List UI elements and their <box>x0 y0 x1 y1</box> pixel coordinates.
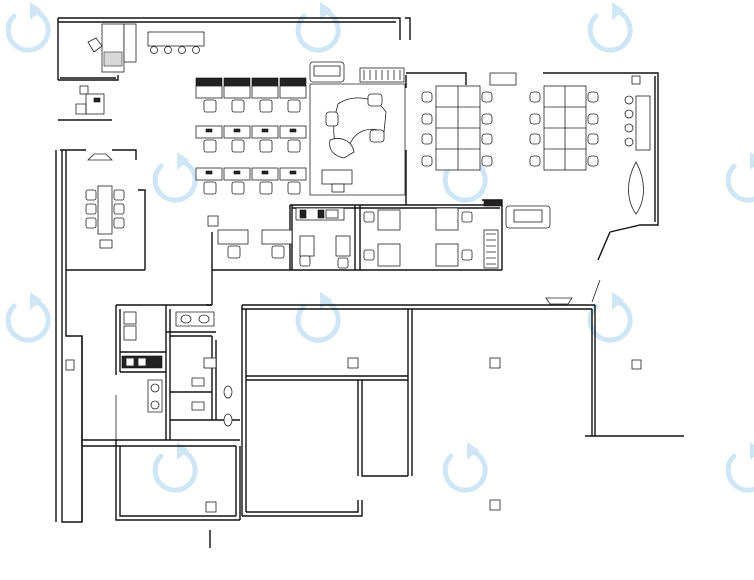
chair <box>481 133 493 145</box>
chair <box>587 91 599 103</box>
lounge-sofa <box>333 97 387 151</box>
chair <box>113 217 125 229</box>
columns <box>205 357 642 513</box>
sofa-right <box>505 205 551 229</box>
outer-walls <box>55 17 411 523</box>
refresh-arrow-icon <box>152 152 198 203</box>
chair <box>587 133 599 145</box>
chair <box>481 113 493 125</box>
refresh-arrow-icon <box>725 442 754 493</box>
inner-walls <box>115 72 684 548</box>
conference-room-left <box>85 153 125 249</box>
cabinet <box>635 95 651 151</box>
refresh-arrow-icon <box>5 2 51 53</box>
refresh-arrow-icon <box>725 152 754 203</box>
chair <box>87 37 103 53</box>
refresh-arrow-icon <box>442 442 488 493</box>
chair <box>113 203 125 215</box>
workstation <box>223 77 251 113</box>
chair <box>113 189 125 201</box>
chair <box>421 113 433 125</box>
workstation <box>223 125 251 153</box>
chair <box>529 113 541 125</box>
sofa-top <box>309 61 345 83</box>
projector <box>87 153 113 161</box>
chair <box>529 91 541 103</box>
chair <box>529 155 541 167</box>
small-offices-middle <box>207 199 503 269</box>
chair <box>529 133 541 145</box>
open-workstations <box>195 77 307 195</box>
projector-right <box>545 297 573 305</box>
refresh-arrow-icon <box>295 2 341 53</box>
chair <box>85 217 97 229</box>
workstation <box>223 167 251 195</box>
side-desk <box>321 169 353 185</box>
chair <box>421 91 433 103</box>
watermark-layer <box>5 2 754 493</box>
workstation <box>195 167 223 195</box>
workstation <box>279 125 307 153</box>
workstation <box>195 125 223 153</box>
chair <box>587 113 599 125</box>
lounge-center <box>309 61 551 229</box>
chair <box>85 203 97 215</box>
refresh-arrow-icon <box>152 442 198 493</box>
workstation <box>195 77 223 113</box>
desk-small <box>85 93 105 115</box>
wall-top <box>58 17 411 40</box>
workstation <box>279 77 307 113</box>
refresh-arrow-icon <box>5 292 51 343</box>
chair <box>85 189 97 201</box>
meeting-room-right-1 <box>421 85 493 171</box>
refresh-arrow-icon <box>295 292 341 343</box>
toilet <box>191 377 205 387</box>
sculpture <box>628 161 644 215</box>
chair <box>481 91 493 103</box>
restrooms <box>121 311 233 427</box>
meeting-room-right-2 <box>529 85 599 171</box>
workstation <box>279 167 307 195</box>
refresh-arrow-icon <box>587 2 633 53</box>
reception-counter <box>147 31 205 54</box>
chair <box>481 155 493 167</box>
executive-office-right <box>624 75 651 215</box>
private-office-top-left <box>75 23 137 115</box>
chair <box>421 133 433 145</box>
workstation <box>251 77 279 113</box>
shelving <box>483 229 499 269</box>
workstation <box>251 125 279 153</box>
chair <box>421 155 433 167</box>
refresh-arrow-icon <box>587 292 633 343</box>
chair <box>587 155 599 167</box>
conference-table <box>97 185 113 235</box>
workstation <box>251 167 279 195</box>
